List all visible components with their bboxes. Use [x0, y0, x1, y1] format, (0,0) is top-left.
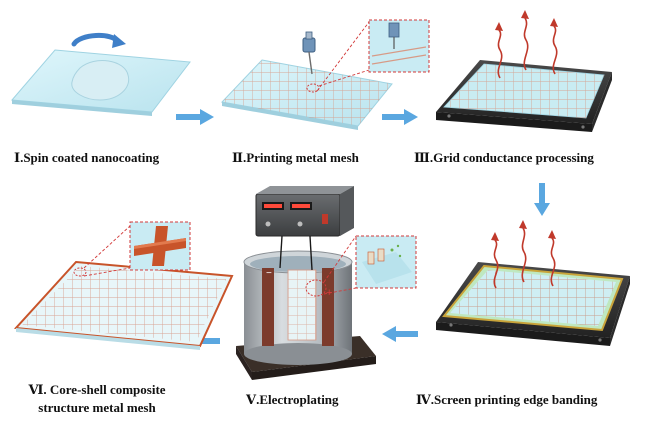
step6-label-line2: structure metal mesh: [38, 400, 156, 415]
step1-substrate-edge: [12, 100, 152, 116]
step4-label: Ⅳ.Screen printing edge banding: [416, 392, 598, 407]
flow-arrow-2-3: [382, 109, 418, 125]
step5-illustration: − +: [236, 186, 417, 380]
step6-label-line1: Ⅵ. Core-shell composite: [28, 382, 166, 397]
step3-heat-arrows: [497, 17, 558, 79]
svg-text:−: −: [266, 268, 272, 279]
flow-arrow-4-5: [382, 326, 418, 342]
step6-illustration: [13, 221, 234, 350]
step4-heat-arrows: [493, 227, 556, 289]
printer-nozzle-body: [302, 37, 316, 53]
step3-label: Ⅲ.Grid conductance processing: [414, 150, 594, 165]
step1-rotation-arrow: [71, 33, 121, 47]
step1-coating-droplet: [71, 60, 130, 101]
step2-label: Ⅱ.Printing metal mesh: [232, 150, 359, 165]
step4-illustration: [436, 220, 630, 346]
step3-illustration: [436, 10, 612, 132]
step1-illustration: [10, 33, 191, 116]
step5-label: Ⅴ.Electroplating: [246, 392, 339, 407]
flow-arrow-1-2: [176, 109, 214, 125]
step1-rotation-arrowhead: [112, 34, 126, 48]
step1-label: Ⅰ.Spin coated nanocoating: [14, 150, 160, 165]
step2-illustration: [220, 19, 430, 130]
flow-arrow-3-4: [534, 183, 550, 216]
